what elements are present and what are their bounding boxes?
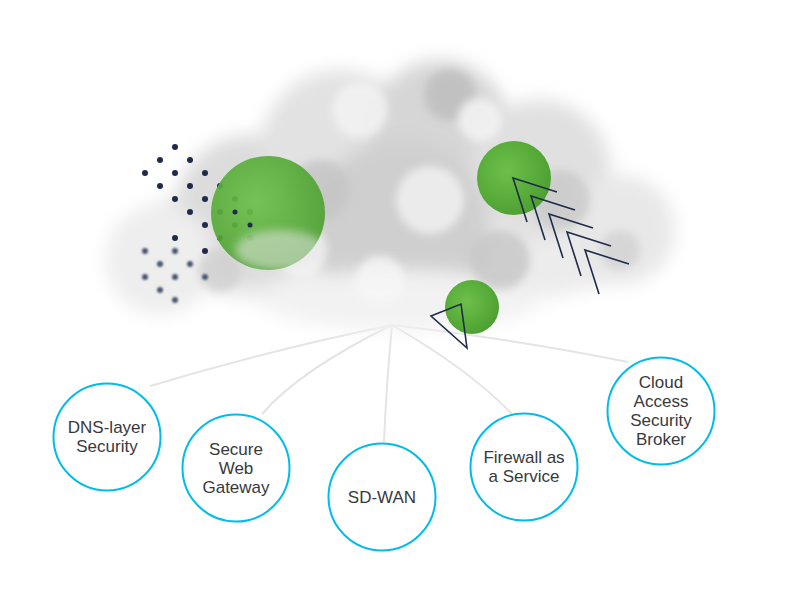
circle-border: [183, 415, 290, 522]
circle-border: [608, 358, 715, 465]
service-circle: DNS-layer Security: [52, 382, 162, 492]
circle-border: [54, 384, 161, 491]
triangle-outline: [431, 304, 467, 348]
service-label: SD-WAN: [340, 488, 424, 507]
dot-pattern-faded: [142, 248, 208, 303]
cloud-wisp: [235, 230, 325, 270]
dot-pattern-over: [233, 210, 253, 228]
chevron-arrows: [513, 178, 629, 294]
green-circle: [211, 156, 325, 270]
service-label: Cloud Access Security Broker: [619, 373, 703, 449]
service-circle: Cloud Access Security Broker: [606, 356, 716, 466]
circle-border: [329, 444, 436, 551]
service-circle: Firewall as a Service: [469, 412, 579, 522]
circle-border: [471, 414, 578, 521]
service-label: Firewall as a Service: [482, 448, 566, 486]
service-circle: Secure Web Gateway: [181, 413, 291, 523]
service-label: Secure Web Gateway: [194, 440, 278, 497]
cloud-detail: [198, 69, 640, 304]
service-label: DNS-layer Security: [65, 418, 149, 456]
cloud-shape: [105, 60, 675, 330]
service-circle: SD-WAN: [327, 442, 437, 552]
